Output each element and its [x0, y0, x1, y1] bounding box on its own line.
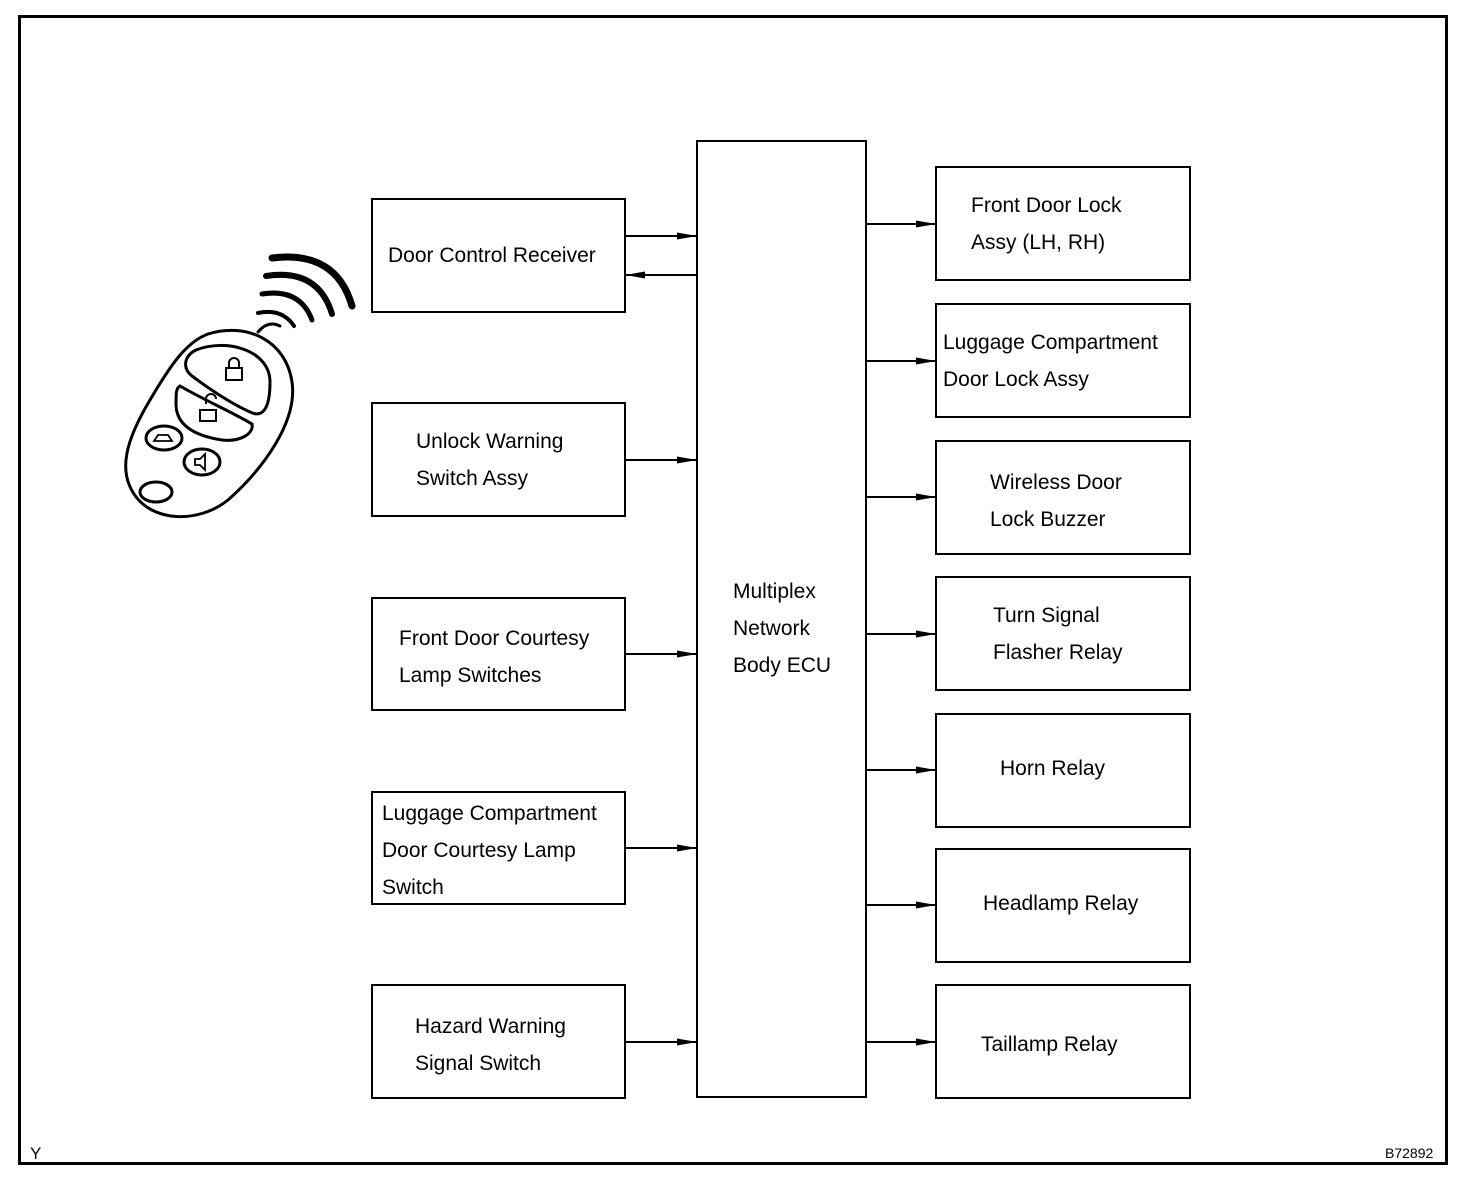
input-box-front-door-courtesy-lamp-switches: Front Door Courtesy Lamp Switches — [371, 597, 626, 711]
output-box-front-door-lock-assy: Front Door Lock Assy (LH, RH) — [935, 166, 1191, 281]
output-label: Luggage Compartment Door Lock Assy — [943, 331, 1158, 391]
output-label: Headlamp Relay — [983, 892, 1139, 915]
input-box-hazard-warning-signal-switch: Hazard Warning Signal Switch — [371, 984, 626, 1099]
input-label: Unlock Warning Switch Assy — [416, 430, 564, 490]
ecu-label: Multiplex Network Body ECU — [733, 580, 832, 677]
radio-waves-icon — [256, 253, 356, 334]
output-label: Turn Signal Flasher Relay — [993, 604, 1123, 664]
input-box-unlock-warning-switch: Unlock Warning Switch Assy — [371, 402, 626, 517]
output-box-taillamp-relay: Taillamp Relay — [935, 984, 1191, 1099]
input-label: Hazard Warning Signal Switch — [415, 1015, 566, 1075]
multiplex-network-body-ecu-box: Multiplex Network Body ECU — [696, 140, 867, 1098]
output-label: Front Door Lock Assy (LH, RH) — [971, 194, 1122, 254]
key-fob-transmitter-icon — [124, 253, 356, 519]
input-label: Luggage Compartment Door Courtesy Lamp S… — [382, 802, 597, 899]
output-box-headlamp-relay: Headlamp Relay — [935, 848, 1191, 963]
corner-left-label: Y — [30, 1144, 42, 1163]
diagram-frame — [18, 15, 1448, 1165]
output-label: Taillamp Relay — [981, 1033, 1118, 1056]
connector-lines — [625, 220, 936, 1046]
output-label: Horn Relay — [1000, 757, 1106, 780]
output-box-wireless-door-lock-buzzer: Wireless Door Lock Buzzer — [935, 440, 1191, 555]
input-box-door-control-receiver: Door Control Receiver — [371, 198, 626, 313]
output-box-luggage-compartment-door-lock-assy: Luggage Compartment Door Lock Assy — [935, 303, 1191, 418]
output-box-horn-relay: Horn Relay — [935, 713, 1191, 828]
output-label: Wireless Door Lock Buzzer — [990, 471, 1122, 531]
figure-code-label: B72892 — [1385, 1145, 1434, 1161]
input-box-luggage-compartment-courtesy-lamp-switch: Luggage Compartment Door Courtesy Lamp S… — [371, 791, 626, 905]
input-label: Door Control Receiver — [388, 244, 596, 267]
input-label: Front Door Courtesy Lamp Switches — [399, 627, 590, 687]
output-box-turn-signal-flasher-relay: Turn Signal Flasher Relay — [935, 576, 1191, 691]
